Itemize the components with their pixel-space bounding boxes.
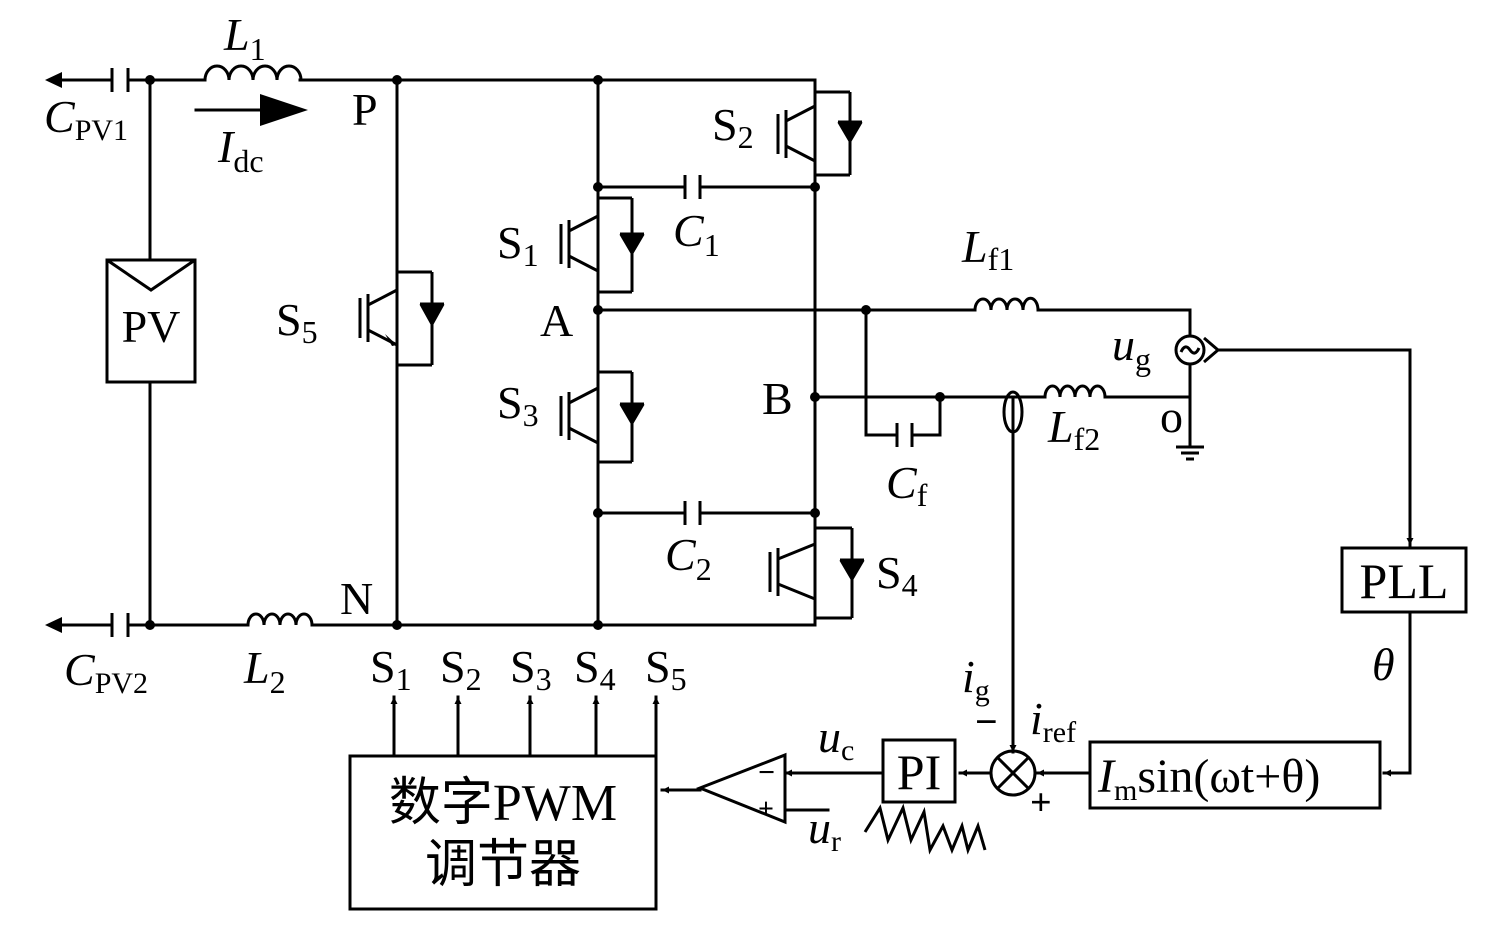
pll-label: PLL xyxy=(1360,553,1449,609)
s5-igbt-icon xyxy=(358,270,445,367)
node-p-label: P xyxy=(352,84,378,135)
summing-junction-icon xyxy=(989,749,1037,797)
ug-label: ug xyxy=(1112,319,1151,377)
lf1-inductor-icon xyxy=(973,296,1040,311)
current-sensor-icon xyxy=(1002,390,1024,434)
ig-minus-sign: − xyxy=(975,699,998,744)
reference-expression: Imsin(ωt+θ) xyxy=(1097,750,1320,807)
l2-inductor-icon xyxy=(246,612,314,626)
theta-label: θ xyxy=(1372,639,1395,690)
s4-label: S4 xyxy=(876,547,918,603)
pv-panel-block: PV xyxy=(105,258,197,384)
pwm-block: 数字PWM 调节器 xyxy=(348,754,658,911)
junction-dots xyxy=(145,75,945,630)
c1-label: C1 xyxy=(673,205,720,263)
uc-label: uc xyxy=(818,711,854,767)
cpv2-terminal-icon xyxy=(45,617,62,633)
l1-label: L1 xyxy=(223,9,266,67)
cpv2-label: CPV2 xyxy=(64,644,148,700)
iref-label: iref xyxy=(1030,693,1076,749)
s5-label: S5 xyxy=(276,294,318,350)
ground-icon xyxy=(1176,445,1204,461)
cpv2-capacitor-icon xyxy=(110,613,130,637)
node-o-label: o xyxy=(1160,391,1183,442)
s1-label: S1 xyxy=(497,217,539,273)
ig-label: ig xyxy=(962,651,990,707)
bus-label-s5: S5 xyxy=(645,641,687,697)
node-n-label: N xyxy=(340,573,373,624)
s1-igbt-icon xyxy=(559,196,645,294)
s4-igbt-icon xyxy=(768,526,865,620)
iref-plus-sign: + xyxy=(1030,782,1052,824)
cpv1-label: CPV1 xyxy=(44,91,128,147)
l2-label: L2 xyxy=(243,642,286,700)
comparator-icon xyxy=(695,752,787,825)
bus-label-s4: S4 xyxy=(574,641,616,697)
s5-emitter-arrow xyxy=(385,334,397,346)
carrier-wave-icon xyxy=(863,803,987,855)
comparator-plus-sign: + xyxy=(758,794,774,825)
cpv1-terminal-icon xyxy=(45,72,62,88)
pi-block: PI xyxy=(881,738,957,804)
bus-label-s1: S1 xyxy=(370,641,412,697)
bus-label-s3: S3 xyxy=(510,641,552,697)
s3-label: S3 xyxy=(497,377,539,433)
c2-capacitor-icon xyxy=(683,501,702,525)
pwm-label-line2: 调节器 xyxy=(425,837,581,894)
lf2-inductor-icon xyxy=(1043,384,1107,398)
idc-arrow-head xyxy=(260,94,308,126)
cf-capacitor-icon xyxy=(895,423,914,447)
s3-igbt-icon xyxy=(559,370,645,464)
cf-label: Cf xyxy=(886,457,928,513)
ur-label: ur xyxy=(808,802,841,858)
pll-block: PLL xyxy=(1340,546,1468,614)
s2-label: S2 xyxy=(712,99,754,155)
node-b-label: B xyxy=(762,373,793,424)
c2-label: C2 xyxy=(665,529,712,587)
labels: L1 Idc CPV1 CPV2 L2 P N S5 S1 S2 S3 S4 C… xyxy=(44,9,1395,858)
comparator-minus-sign: − xyxy=(758,756,775,789)
l1-inductor-icon xyxy=(203,64,303,81)
c1-capacitor-icon xyxy=(683,175,702,199)
cpv1-capacitor-icon xyxy=(110,68,130,92)
pi-label: PI xyxy=(897,744,941,800)
wires xyxy=(56,78,1414,812)
grid-source-icon xyxy=(1174,334,1221,366)
pv-label: PV xyxy=(122,301,181,352)
s2-igbt-icon xyxy=(776,90,863,177)
bus-label-s2: S2 xyxy=(440,641,482,697)
idc-label: Idc xyxy=(217,121,264,179)
lf1-label: Lf1 xyxy=(961,221,1014,277)
node-a-label: A xyxy=(540,295,573,346)
pwm-label-line1: 数字PWM xyxy=(389,775,617,832)
lf2-label: Lf2 xyxy=(1047,401,1100,457)
reference-block: Imsin(ωt+θ) xyxy=(1088,740,1382,810)
